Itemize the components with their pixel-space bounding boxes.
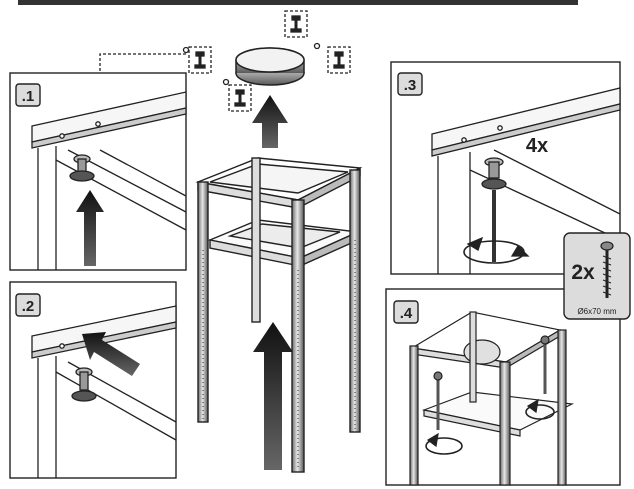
arrow-up-top xyxy=(252,95,288,148)
part-top xyxy=(284,10,308,38)
step-4-panel: .4 xyxy=(385,288,621,486)
round-cap xyxy=(235,47,305,86)
part-bottom xyxy=(228,84,252,112)
screw-quantity: 2x xyxy=(571,261,595,284)
top-caption-strip xyxy=(18,0,578,5)
step-1-number: .1 xyxy=(22,88,35,105)
part-left xyxy=(188,46,212,74)
table-frame xyxy=(195,95,363,473)
step-2-panel: .2 xyxy=(9,281,177,479)
arrow-up-bottom xyxy=(253,322,293,470)
step-2-number: .2 xyxy=(22,298,35,315)
leveling-foot-parts xyxy=(99,10,351,112)
screw-size: Ø6x70 mm xyxy=(577,307,616,316)
step-4-number: .4 xyxy=(400,305,413,322)
part-right xyxy=(327,46,351,74)
screw-icon xyxy=(600,241,614,298)
step-3-number: .3 xyxy=(404,77,417,94)
step-1-panel: .1 xyxy=(9,72,187,271)
screw-callout: 2x Ø6x70 mm xyxy=(563,232,631,320)
step-3-quantity: 4x xyxy=(526,135,548,157)
